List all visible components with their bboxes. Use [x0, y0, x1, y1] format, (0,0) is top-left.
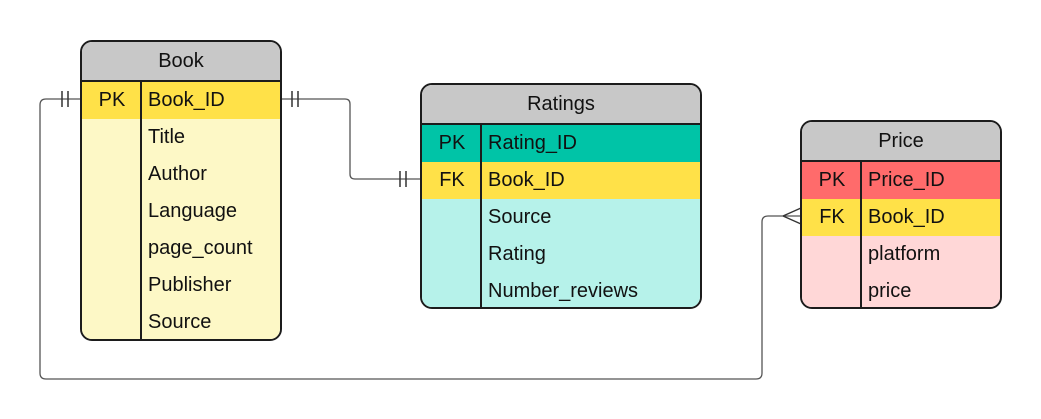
field-name: Author	[148, 163, 207, 185]
key-cell	[82, 230, 142, 267]
field-name: Book_ID	[868, 206, 945, 228]
key-cell	[82, 119, 142, 156]
entity-title: Ratings	[422, 85, 700, 125]
key-cell	[82, 193, 142, 230]
key-cell	[82, 267, 142, 304]
row-book-id: PK Book_ID	[82, 82, 280, 119]
field-name: Source	[488, 206, 552, 228]
field-name: page_count	[148, 237, 253, 259]
key-cell	[82, 304, 142, 339]
row-rating-id: PK Rating_ID	[422, 125, 700, 162]
entity-title: Book	[82, 42, 280, 82]
field-name: Source	[148, 311, 212, 333]
pk-badge: PK	[818, 169, 846, 191]
row-publisher: Publisher	[82, 267, 280, 304]
key-cell	[422, 273, 482, 307]
entity-title: Price	[802, 122, 1000, 162]
field-name: price	[868, 280, 912, 302]
field-name: Number_reviews	[488, 280, 639, 302]
connector-book-price	[39, 98, 801, 380]
field-name: platform	[868, 243, 941, 265]
row-number-reviews: Number_reviews	[422, 273, 700, 307]
row-source: Source	[422, 199, 700, 236]
field-name: Book_ID	[148, 89, 225, 111]
pk-badge: PK	[98, 89, 126, 111]
row-price: price	[802, 273, 1000, 307]
key-cell	[802, 273, 862, 307]
fk-badge: FK	[439, 169, 465, 191]
fk-badge: FK	[819, 206, 845, 228]
entity-rows: PK Price_ID FK Book_ID platform price	[802, 162, 1000, 307]
key-cell	[82, 156, 142, 193]
field-name: Title	[148, 126, 186, 148]
field-name: Price_ID	[868, 169, 945, 191]
many-mark-price-left	[782, 207, 802, 225]
field-name: Language	[148, 200, 237, 222]
row-title: Title	[82, 119, 280, 156]
pk-badge: PK	[438, 132, 466, 154]
connector-book-ratings	[281, 98, 421, 180]
entity-book: Book PK Book_ID Title Author Language pa…	[80, 40, 282, 341]
field-name: Publisher	[148, 274, 232, 296]
row-source: Source	[82, 304, 280, 339]
entity-ratings: Ratings PK Rating_ID FK Book_ID Source R…	[420, 83, 702, 309]
key-cell	[422, 236, 482, 273]
row-platform: platform	[802, 236, 1000, 273]
entity-rows: PK Rating_ID FK Book_ID Source Rating Nu…	[422, 125, 700, 307]
field-name: Rating_ID	[488, 132, 577, 154]
row-price-id: PK Price_ID	[802, 162, 1000, 199]
row-rating: Rating	[422, 236, 700, 273]
key-cell	[802, 236, 862, 273]
field-name: Rating	[488, 243, 546, 265]
row-book-id: FK Book_ID	[802, 199, 1000, 236]
key-cell	[422, 199, 482, 236]
field-name: Book_ID	[488, 169, 565, 191]
entity-rows: PK Book_ID Title Author Language page_co…	[82, 82, 280, 339]
row-page-count: page_count	[82, 230, 280, 267]
entity-price: Price PK Price_ID FK Book_ID platform pr…	[800, 120, 1002, 309]
row-language: Language	[82, 193, 280, 230]
row-author: Author	[82, 156, 280, 193]
row-book-id: FK Book_ID	[422, 162, 700, 199]
